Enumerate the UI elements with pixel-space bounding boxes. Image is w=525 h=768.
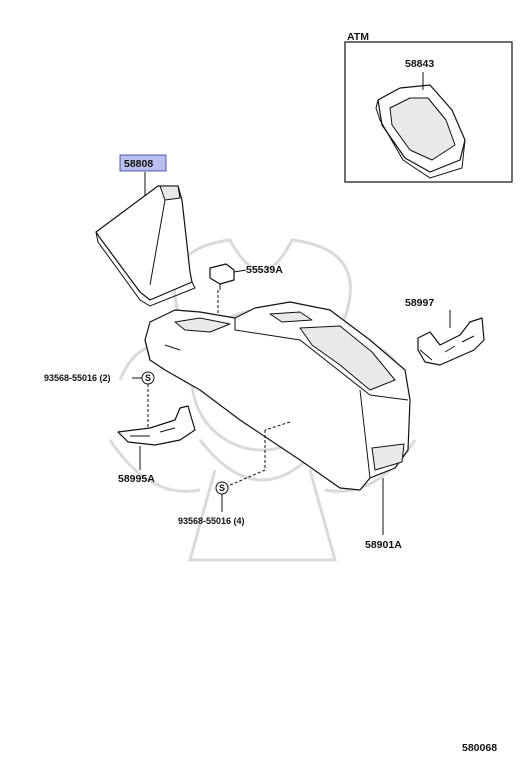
part-55539a-clip[interactable] [209, 263, 235, 290]
dash-screw-4a [264, 421, 291, 431]
label-58808[interactable]: 58808 [124, 158, 153, 170]
inset-label: ATM [347, 31, 369, 43]
screw-symbol-2: S [219, 483, 225, 493]
leader-55539a [233, 269, 247, 273]
part-58997-bracket[interactable] [417, 317, 485, 366]
label-58843[interactable]: 58843 [405, 58, 434, 70]
highlight-58808 [119, 154, 167, 172]
label-58995a[interactable]: 58995A [118, 473, 155, 485]
label-93568-55016-4[interactable]: 93568-55016 (4) [178, 516, 245, 526]
label-55539a[interactable]: 55539A [246, 264, 283, 276]
label-93568-55016-2[interactable]: 93568-55016 (2) [44, 373, 111, 383]
atm-inset-box [344, 41, 513, 183]
part-58843-bezel[interactable] [375, 84, 466, 179]
part-58808-shift-boot[interactable] [95, 185, 196, 307]
dash-screw-4c [227, 469, 266, 487]
screw-symbol-1: S [145, 373, 151, 383]
page-code: 580068 [462, 742, 497, 754]
label-58997[interactable]: 58997 [405, 297, 434, 309]
part-58901a-console[interactable] [144, 301, 411, 491]
label-58901a[interactable]: 58901A [365, 539, 402, 551]
part-58995a-bracket[interactable] [117, 405, 196, 446]
